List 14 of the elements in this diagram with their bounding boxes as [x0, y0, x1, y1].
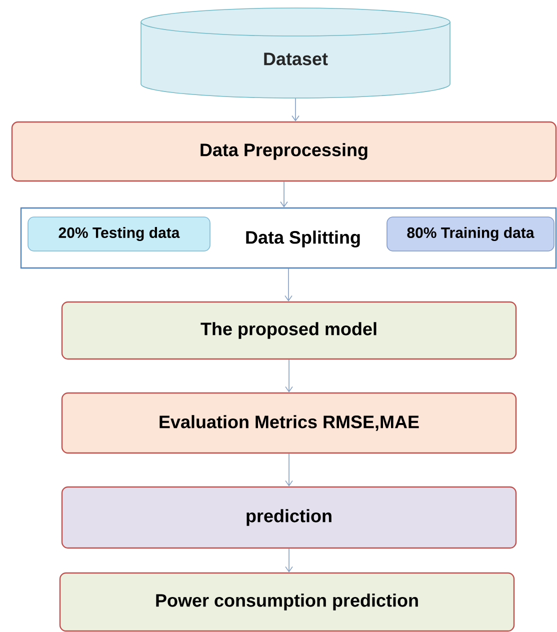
arrow — [292, 98, 300, 122]
arrow — [284, 268, 292, 302]
process-box: Power consumption prediction — [59, 572, 515, 632]
arrow — [285, 453, 293, 486]
process-box: The proposed model — [61, 301, 517, 360]
process-box: Data Preprocessing — [11, 121, 557, 182]
arrow — [285, 548, 293, 572]
database-cylinder: Dataset — [140, 8, 450, 98]
process-box: Evaluation Metrics RMSE,MAE — [61, 392, 517, 454]
arrow — [285, 359, 293, 392]
arrow — [280, 181, 288, 208]
data-box: 80% Training data — [386, 216, 554, 252]
data-box: 20% Testing data — [28, 216, 210, 252]
process-box: prediction — [61, 486, 517, 549]
